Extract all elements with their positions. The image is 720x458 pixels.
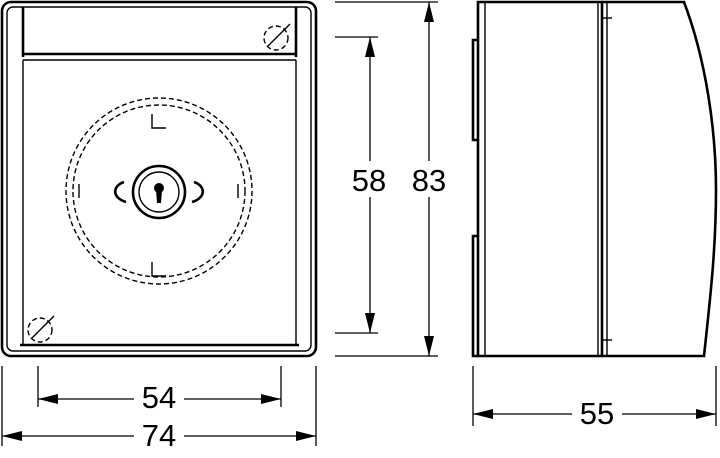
outer-width-label: 74 xyxy=(142,418,176,453)
front-outer-frame xyxy=(0,0,318,358)
screw-top-right-icon xyxy=(263,23,291,51)
rotary-ring xyxy=(65,97,253,285)
depth-label: 55 xyxy=(580,396,614,431)
height-dimensions: 58 83 xyxy=(335,1,452,357)
side-cover-curve xyxy=(602,0,718,358)
side-back-notch-top xyxy=(471,38,478,142)
inner-width-label: 54 xyxy=(142,380,176,415)
front-view xyxy=(0,0,318,358)
inner-height-label: 58 xyxy=(352,163,386,198)
side-housing-outline xyxy=(476,0,604,358)
depth-dimension: 55 xyxy=(472,366,717,432)
outer-height-label: 83 xyxy=(412,163,446,198)
key-lock-icon xyxy=(113,164,205,220)
side-back-notch-bottom xyxy=(471,234,478,358)
screw-bottom-left-icon xyxy=(27,315,55,343)
side-view xyxy=(471,0,718,358)
width-dimensions: 54 74 xyxy=(1,366,317,454)
front-inner-frame xyxy=(6,6,312,352)
